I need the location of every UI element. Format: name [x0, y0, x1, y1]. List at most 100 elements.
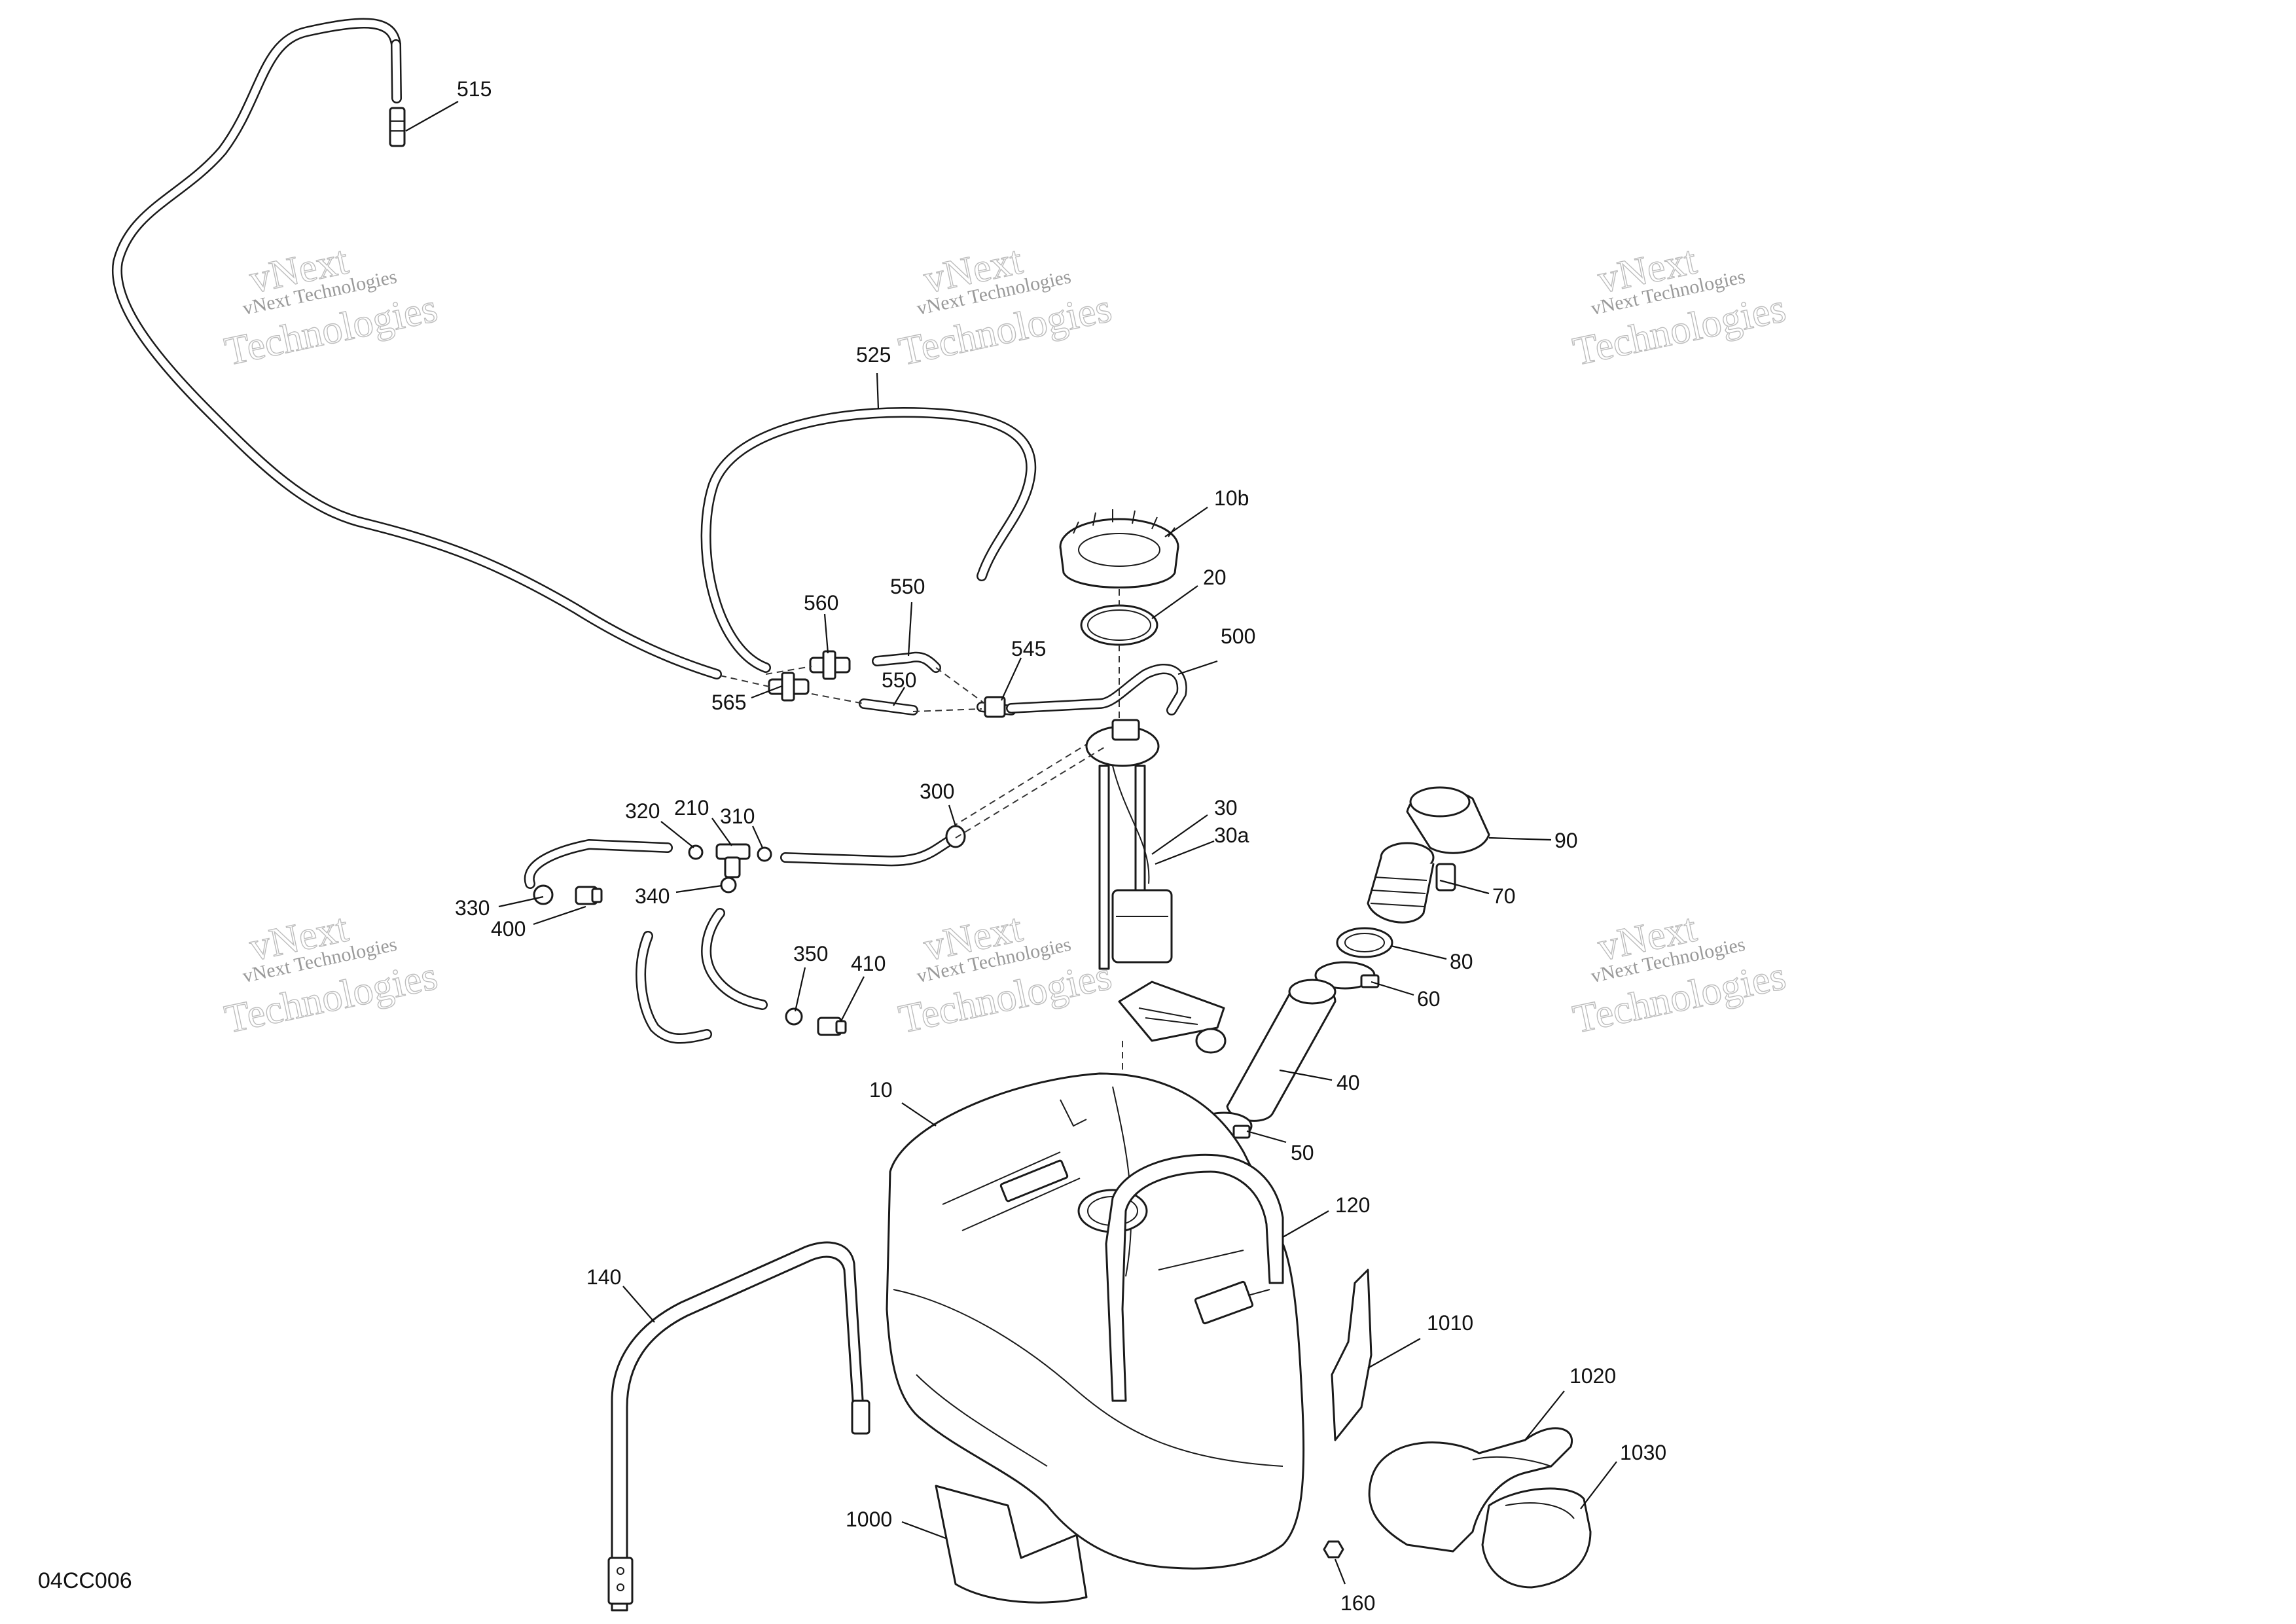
callout-label-70: 70 — [1492, 884, 1516, 908]
callouts: 515 525 10b 20 560 550 545 500 550 565 3… — [405, 77, 1666, 1615]
watermark: vNext vNext Technologies Technologies — [221, 238, 442, 375]
fuel-tank-10 — [886, 1072, 1305, 1570]
guard-1010 — [1331, 1269, 1372, 1441]
callout-30a: 30a — [1155, 823, 1249, 865]
callout-label-330: 330 — [455, 896, 490, 920]
fitting-560 — [809, 650, 851, 680]
watermarks: vNext vNext Technologies Technologies vN… — [221, 238, 1790, 1043]
callout-160: 160 — [1334, 1559, 1375, 1615]
callout-label-500: 500 — [1221, 624, 1255, 648]
callout-label-1020: 1020 — [1570, 1364, 1616, 1388]
callout-label-410: 410 — [851, 952, 886, 975]
callout-label-1010: 1010 — [1427, 1311, 1473, 1335]
callout-550b: 550 — [882, 668, 916, 706]
guard-1000 — [935, 1485, 1088, 1604]
callout-label-300: 300 — [920, 780, 954, 803]
callout-400: 400 — [491, 905, 586, 941]
callout-560: 560 — [804, 591, 838, 654]
callout-label-400: 400 — [491, 917, 526, 941]
hose-500 — [1006, 663, 1187, 715]
callout-50: 50 — [1246, 1130, 1314, 1164]
watermark: vNext vNext Technologies Technologies — [1569, 238, 1790, 375]
callout-525: 525 — [856, 343, 891, 410]
filler-hose-40 — [1226, 979, 1336, 1122]
vent-valve-515 — [389, 107, 406, 147]
callout-80: 80 — [1390, 945, 1473, 973]
callout-label-90: 90 — [1554, 829, 1578, 852]
guard-1030 — [1481, 1487, 1592, 1589]
callout-label-565: 565 — [711, 691, 746, 714]
callout-label-515: 515 — [457, 77, 492, 101]
callout-70: 70 — [1439, 879, 1516, 908]
callout-330: 330 — [455, 895, 544, 920]
callout-1010: 1010 — [1367, 1311, 1473, 1369]
callout-1000: 1000 — [846, 1507, 946, 1540]
callout-label-10: 10 — [869, 1078, 893, 1102]
hose-550-upper — [872, 651, 941, 673]
callout-90: 90 — [1488, 829, 1578, 852]
callout-label-120: 120 — [1335, 1193, 1370, 1217]
fuel-pump-module-30 — [1085, 719, 1227, 1054]
callout-label-550a: 550 — [890, 575, 925, 598]
fuel-line-assembly — [524, 825, 966, 893]
fitting-565 — [768, 672, 810, 702]
callout-label-50: 50 — [1291, 1141, 1314, 1164]
callout-515: 515 — [405, 77, 492, 132]
callout-1030: 1030 — [1580, 1441, 1666, 1509]
callout-320: 320 — [625, 799, 694, 848]
callout-label-340: 340 — [635, 884, 670, 908]
callout-label-30a: 30a — [1214, 823, 1249, 847]
watermark: vNext vNext Technologies Technologies — [1569, 905, 1790, 1043]
hose-550-lower — [859, 698, 918, 715]
callout-500: 500 — [1177, 624, 1255, 676]
callout-140: 140 — [586, 1265, 655, 1323]
clamp-60 — [1314, 961, 1380, 990]
callout-label-550b: 550 — [882, 668, 916, 692]
callout-label-1000: 1000 — [846, 1507, 892, 1531]
filler-neck-70 — [1367, 842, 1456, 924]
callout-label-320: 320 — [625, 799, 660, 823]
clamp-350-fitting-410 — [785, 1007, 847, 1036]
lock-ring-10b — [1059, 509, 1179, 588]
callout-label-210: 210 — [674, 796, 709, 820]
callout-310: 310 — [720, 804, 764, 848]
clamp-80 — [1336, 927, 1393, 958]
callout-10: 10 — [869, 1078, 937, 1127]
fitting-330-400 — [533, 884, 603, 905]
strap-140 — [607, 1241, 870, 1612]
vent-hose-525 — [700, 407, 1037, 673]
callout-410: 410 — [840, 952, 886, 1022]
callout-210: 210 — [674, 796, 732, 846]
callout-label-525: 525 — [856, 343, 891, 367]
document-code: 04CC006 — [38, 1568, 132, 1593]
watermark: vNext vNext Technologies Technologies — [895, 238, 1116, 375]
callout-60: 60 — [1371, 981, 1441, 1011]
callout-label-40: 40 — [1336, 1071, 1360, 1094]
hose-340 — [636, 908, 768, 1044]
callout-label-545: 545 — [1011, 637, 1046, 660]
callout-label-350: 350 — [793, 942, 828, 965]
callout-1020: 1020 — [1524, 1364, 1616, 1441]
callout-label-140: 140 — [586, 1265, 621, 1289]
callout-545: 545 — [1001, 637, 1046, 701]
callout-350: 350 — [793, 942, 828, 1012]
callout-label-310: 310 — [720, 804, 755, 828]
callout-40: 40 — [1279, 1069, 1360, 1094]
callout-300: 300 — [920, 780, 957, 827]
gasket-20 — [1080, 604, 1158, 646]
vent-hose-long — [111, 18, 722, 679]
watermark: vNext vNext Technologies Technologies — [221, 905, 442, 1043]
callout-label-20: 20 — [1203, 566, 1227, 589]
fuel-cap-90 — [1406, 786, 1490, 854]
callout-label-560: 560 — [804, 591, 838, 615]
strap-120 — [1105, 1153, 1284, 1402]
callout-20: 20 — [1151, 566, 1227, 619]
callout-340: 340 — [635, 884, 723, 908]
callout-label-60: 60 — [1417, 987, 1441, 1011]
watermark: vNext vNext Technologies Technologies — [895, 905, 1116, 1043]
guard-1020 — [1368, 1427, 1573, 1553]
callout-565: 565 — [711, 685, 783, 714]
callout-label-10b: 10b — [1214, 486, 1249, 510]
callout-30: 30 — [1151, 796, 1238, 855]
